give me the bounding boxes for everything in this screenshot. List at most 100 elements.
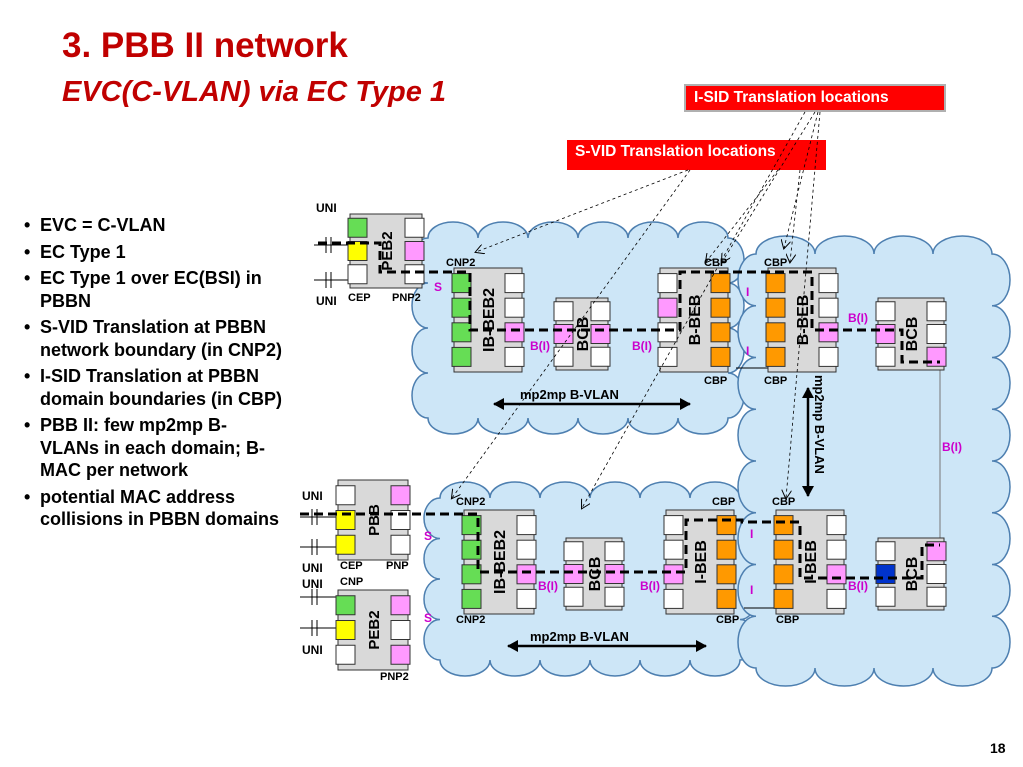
port: [773, 588, 794, 609]
pnp2-label: PNP2: [392, 292, 421, 304]
port: [773, 515, 794, 536]
port: [516, 588, 537, 609]
port: [590, 301, 611, 322]
bullet-item: EVC = C-VLAN: [22, 214, 284, 237]
port: [516, 539, 537, 560]
port: [875, 541, 896, 562]
uni-label: UNI: [302, 577, 323, 591]
node-b-beb-top-1: B-BEB: [657, 267, 731, 373]
port: [404, 217, 425, 238]
callout-pointer-line: [786, 111, 821, 498]
bi-label: B(I): [538, 579, 558, 593]
cep-label: CEP: [348, 292, 371, 304]
node-peb2-top-label: PEB2: [379, 231, 396, 270]
port: [516, 564, 537, 585]
node-ib-beb2-lower: IB-BEB2: [461, 509, 537, 615]
cbp-label: CBP: [772, 496, 795, 508]
port: [765, 322, 786, 343]
node-b-beb-top-2: B-BEB: [765, 267, 839, 373]
node-i-beb-lower-2-label: I-BEB: [803, 540, 820, 584]
bi-label: B(I): [530, 339, 550, 353]
page-subtitle: EVC(C-VLAN) via EC Type 1: [62, 76, 447, 108]
node-bcb-top-right-label: BCB: [904, 317, 921, 352]
isid-translation-callout: I-SID Translation locations: [684, 84, 946, 112]
port: [461, 515, 482, 536]
port: [926, 564, 947, 584]
port: [663, 564, 684, 585]
i-label: I: [750, 583, 753, 597]
port: [504, 273, 525, 294]
svid-translation-callout: S-VID Translation locations: [567, 140, 826, 170]
port: [335, 485, 356, 506]
cnp-label: CNP: [340, 576, 363, 588]
port: [716, 588, 737, 609]
port: [553, 301, 574, 322]
port: [926, 324, 947, 344]
node-bcb-lower-label: BCB: [587, 557, 604, 592]
cbp-label: CBP: [716, 614, 739, 626]
port: [765, 297, 786, 318]
cnp2-label: CNP2: [456, 496, 485, 508]
callout-pointer-line: [706, 169, 779, 262]
bullet-item: EC Type 1: [22, 241, 284, 264]
port: [390, 644, 411, 665]
port: [818, 322, 839, 343]
port: [563, 541, 584, 562]
node-pbb-lower: PBB: [335, 479, 411, 561]
service-path-lower: [300, 512, 940, 580]
port: [404, 264, 425, 285]
uni-label: UNI: [302, 561, 323, 575]
port: [553, 346, 574, 367]
bullet-item: I-SID Translation at PBBN domain boundar…: [22, 365, 284, 410]
port: [716, 564, 737, 585]
port: [826, 539, 847, 560]
node-ib-beb2-top-label: IB-BEB2: [481, 288, 498, 352]
port: [590, 346, 611, 367]
port: [604, 541, 625, 562]
node-b-beb-top-2-label: B-BEB: [795, 295, 812, 346]
port: [710, 273, 731, 294]
bullet-item: S-VID Translation at PBBN network bounda…: [22, 316, 284, 361]
port: [451, 346, 472, 367]
callout-pointers: [452, 111, 821, 508]
port: [504, 322, 525, 343]
cep-label: CEP: [340, 560, 363, 572]
port: [765, 273, 786, 294]
port: [663, 539, 684, 560]
port: [347, 217, 368, 238]
bullet-item: EC Type 1 over EC(BSI) in PBBN: [22, 267, 284, 312]
s-label: S: [424, 611, 432, 625]
port: [390, 485, 411, 506]
node-ib-beb2-lower-label: IB-BEB2: [492, 530, 509, 594]
callout-pointer-line: [582, 111, 806, 508]
node-bcb-lower-right: BCB: [875, 537, 947, 611]
port: [504, 346, 525, 367]
node-peb2-lower-label: PEB2: [366, 610, 383, 649]
cbp-label: CBP: [704, 375, 727, 387]
port: [773, 564, 794, 585]
port: [347, 264, 368, 285]
callout-pointer-line: [452, 169, 691, 498]
node-peb2-lower: PEB2: [335, 589, 411, 671]
port: [335, 595, 356, 616]
port: [663, 515, 684, 536]
port: [604, 586, 625, 607]
node-ib-beb2-top: IB-BEB2: [451, 267, 525, 373]
page-title: 3. PBB II network: [62, 26, 348, 65]
port: [926, 301, 947, 322]
i-label: I: [750, 527, 753, 541]
port: [826, 588, 847, 609]
port: [657, 322, 678, 343]
port: [335, 620, 356, 640]
port: [875, 324, 896, 344]
bi-label: B(I): [640, 579, 660, 593]
node-bcb-top-label: BCB: [575, 317, 592, 352]
port: [710, 297, 731, 318]
port: [875, 586, 896, 607]
bullet-item: potential MAC address collisions in PBBN…: [22, 486, 284, 531]
port: [404, 241, 425, 261]
bullet-item: PBB II: few mp2mp B-VLANs in each domain…: [22, 414, 284, 482]
bi-label: B(I): [942, 440, 962, 454]
port: [826, 515, 847, 536]
node-i-beb-lower-1-label: I-BEB: [693, 540, 710, 584]
